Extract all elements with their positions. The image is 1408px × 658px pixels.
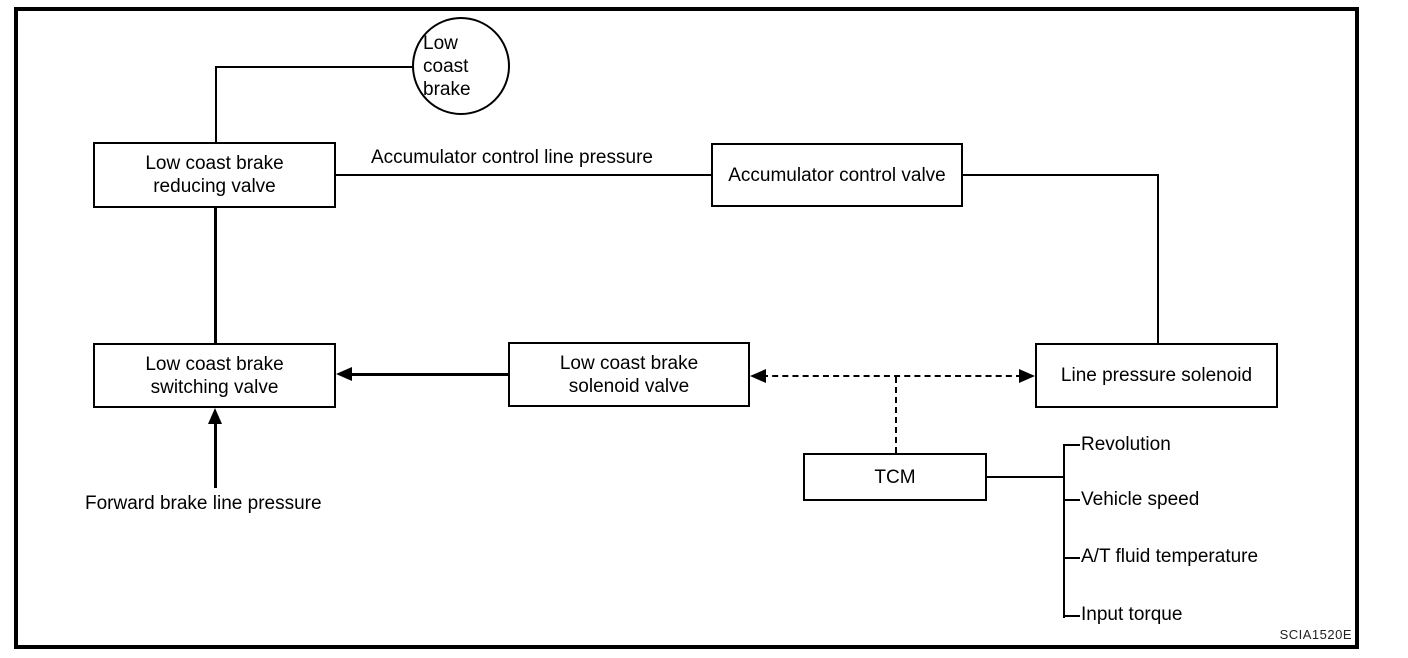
connector-accumulator-right-horizontal	[961, 174, 1159, 176]
figure-code-watermark: SCIA1520E	[1279, 627, 1352, 642]
solenoid-valve-label-line2: solenoid valve	[568, 375, 690, 397]
switching-valve-label-line1: Low coast brake	[145, 353, 284, 375]
node-low-coast-brake-switching-valve: Low coast brake switching valve	[93, 343, 336, 408]
connector-reducing-to-switching	[214, 206, 217, 345]
tcm-input-revolution: Revolution	[1081, 434, 1171, 455]
node-low-coast-brake-solenoid-valve: Low coast brake solenoid valve	[508, 342, 750, 407]
arrow-stem-forward-brake	[214, 423, 217, 488]
arrow-stem-solenoid-to-switching	[349, 373, 509, 376]
node-accumulator-control-valve: Accumulator control valve	[711, 143, 963, 207]
connector-circle-to-reducing-valve	[215, 66, 217, 144]
node-line-pressure-solenoid: Line pressure solenoid	[1035, 343, 1278, 408]
arrowhead-into-line-pressure-solenoid-icon	[1019, 369, 1035, 383]
tcm-label: TCM	[874, 466, 916, 488]
label-accumulator-control-line-pressure: Accumulator control line pressure	[371, 147, 653, 168]
input-tree-tick-fluid-temperature	[1063, 557, 1080, 559]
connector-down-to-line-pressure-solenoid	[1157, 174, 1159, 345]
arrowhead-into-switching-valve-icon	[336, 367, 352, 381]
tcm-input-vehicle-speed: Vehicle speed	[1081, 489, 1200, 510]
node-low-coast-brake: Low coast brake	[412, 17, 510, 115]
input-tree-tick-input-torque	[1063, 615, 1080, 617]
reducing-valve-label-line2: reducing valve	[153, 176, 276, 197]
diagram-border	[14, 7, 1359, 649]
dashed-signal-line-horizontal	[762, 375, 1022, 377]
line-pressure-solenoid-label: Line pressure solenoid	[1060, 365, 1253, 386]
reducing-valve-label-line1: Low coast brake	[145, 153, 284, 174]
accumulator-control-valve-label: Accumulator control valve	[728, 164, 946, 186]
node-tcm: TCM	[803, 453, 987, 501]
connector-tcm-to-input-tree	[985, 476, 1065, 478]
node-low-coast-brake-reducing-valve: Low coast brake reducing valve	[93, 142, 336, 208]
arrowhead-into-solenoid-valve-icon	[750, 369, 766, 383]
node-low-coast-brake-label-line2: brake	[423, 78, 471, 100]
arrowhead-forward-brake-icon	[208, 408, 222, 424]
input-tree-tick-revolution	[1063, 444, 1080, 446]
tcm-input-fluid-temperature: A/T fluid temperature	[1081, 546, 1259, 567]
input-tree-vertical-line	[1063, 444, 1065, 618]
input-tree-tick-vehicle-speed	[1063, 499, 1080, 501]
solenoid-valve-label-line1: Low coast brake	[559, 352, 699, 374]
switching-valve-label-line2: switching valve	[150, 376, 279, 398]
dashed-signal-line-tcm-branch	[895, 377, 897, 453]
connector-circle-horizontal	[215, 66, 412, 68]
node-low-coast-brake-label-line1: Low coast	[423, 32, 469, 77]
tcm-input-input-torque: Input torque	[1081, 604, 1183, 625]
label-forward-brake-line-pressure: Forward brake line pressure	[85, 493, 322, 514]
connector-reducing-to-accumulator	[336, 174, 713, 176]
